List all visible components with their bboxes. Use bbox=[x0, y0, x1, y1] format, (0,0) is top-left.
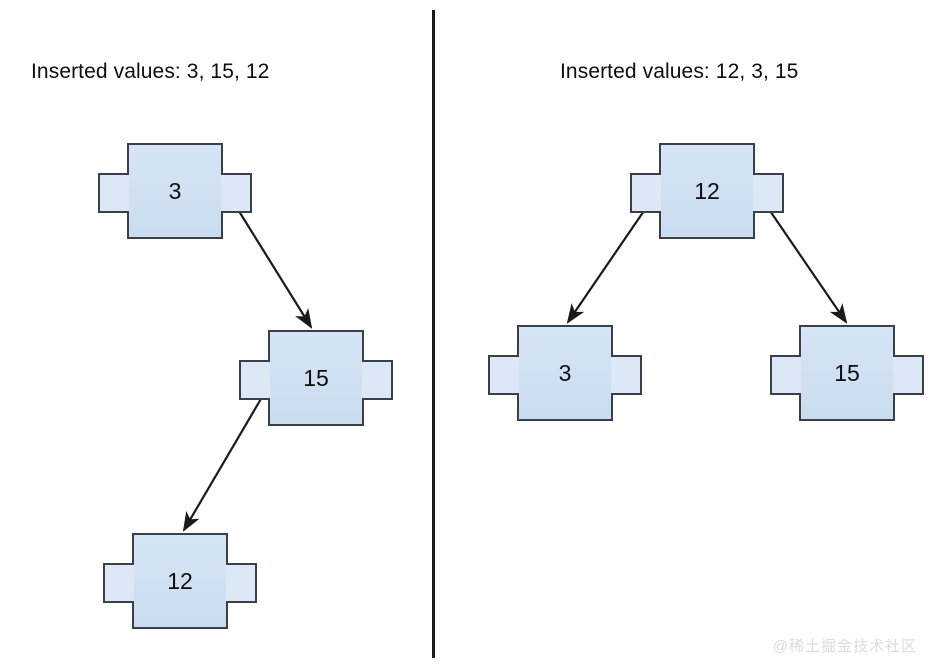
tree-node[interactable]: 15 bbox=[239, 330, 393, 426]
node-value: 3 bbox=[558, 359, 572, 386]
node-left-pointer-slot[interactable] bbox=[630, 173, 661, 213]
node-right-pointer-slot[interactable] bbox=[893, 355, 924, 395]
tree-node[interactable]: 12 bbox=[103, 533, 257, 629]
node-right-pointer-slot[interactable] bbox=[362, 360, 393, 400]
node-right-pointer-slot[interactable] bbox=[753, 173, 784, 213]
left-panel-title: Inserted values: 3, 15, 12 bbox=[31, 60, 270, 83]
right-panel-title: Inserted values: 12, 3, 15 bbox=[560, 60, 799, 83]
edge-right-12-to-15 bbox=[765, 204, 848, 324]
node-left-pointer-slot[interactable] bbox=[98, 173, 129, 213]
node-value: 12 bbox=[167, 567, 193, 594]
panel-divider bbox=[432, 10, 435, 658]
node-left-pointer-slot[interactable] bbox=[103, 563, 134, 603]
tree-node[interactable]: 3 bbox=[488, 325, 642, 421]
edge-left-3-to-15 bbox=[231, 199, 313, 329]
node-left-pointer-slot[interactable] bbox=[239, 360, 270, 400]
node-value: 12 bbox=[694, 177, 720, 204]
node-right-pointer-slot[interactable] bbox=[611, 355, 642, 395]
node-right-pointer-slot[interactable] bbox=[221, 173, 252, 213]
node-value: 3 bbox=[168, 177, 182, 204]
tree-node[interactable]: 3 bbox=[98, 143, 252, 239]
tree-node[interactable]: 12 bbox=[630, 143, 784, 239]
node-value: 15 bbox=[303, 364, 329, 391]
edge-right-12-to-3 bbox=[566, 204, 649, 324]
node-right-pointer-slot[interactable] bbox=[226, 563, 257, 603]
node-left-pointer-slot[interactable] bbox=[488, 355, 519, 395]
tree-node[interactable]: 15 bbox=[770, 325, 924, 421]
node-left-pointer-slot[interactable] bbox=[770, 355, 801, 395]
node-value: 15 bbox=[834, 359, 860, 386]
watermark: @稀土掘金技术社区 bbox=[772, 638, 917, 655]
edge-left-15-to-12 bbox=[182, 391, 266, 532]
